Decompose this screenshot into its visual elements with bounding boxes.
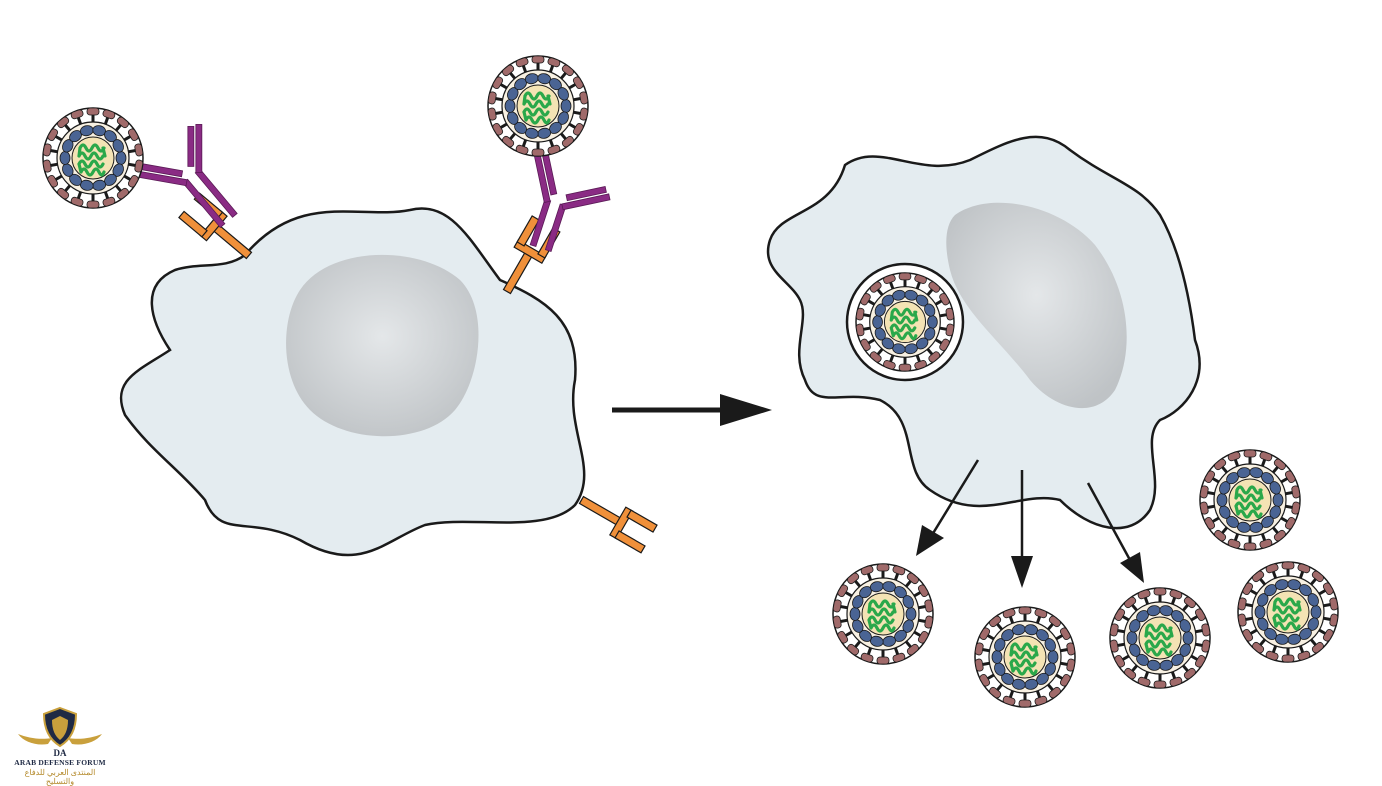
infected-cell-right (766, 135, 1201, 530)
virus-particle-2 (486, 54, 590, 158)
release-arrows (916, 459, 1144, 588)
fc-receptor-1 (178, 192, 253, 260)
antibody-2 (529, 153, 611, 253)
nucleus-right (946, 202, 1127, 409)
nucleus-left (286, 254, 479, 437)
release-arrow-3 (1086, 482, 1144, 583)
release-arrow-2 (1011, 470, 1033, 588)
release-arrow-1 (916, 459, 980, 556)
svg-text:DA: DA (54, 748, 67, 758)
fc-receptor-3 (578, 495, 658, 554)
watermark-logo: DA ARAB DEFENSE FORUM المنتدى العربي للد… (10, 700, 110, 786)
cell-membrane-right (766, 135, 1201, 530)
antibody-1 (138, 124, 238, 229)
virus-particle-6 (1108, 586, 1212, 690)
process-arrow (612, 394, 772, 426)
antigen-presenting-cell-left (119, 207, 586, 557)
watermark-text-ar: المنتدى العربي للدفاع والتسليح (24, 768, 96, 786)
watermark-text-en: ARAB DEFENSE FORUM (14, 758, 106, 767)
shield-eagle-icon: DA (18, 706, 102, 758)
virus-particle-5 (973, 605, 1077, 709)
virus-particle-4 (831, 562, 935, 666)
virus-particle-8 (1236, 560, 1340, 664)
virus-particle-3 (854, 271, 956, 373)
virus-particle-1 (41, 106, 145, 210)
virus-particle-7 (1198, 448, 1302, 552)
